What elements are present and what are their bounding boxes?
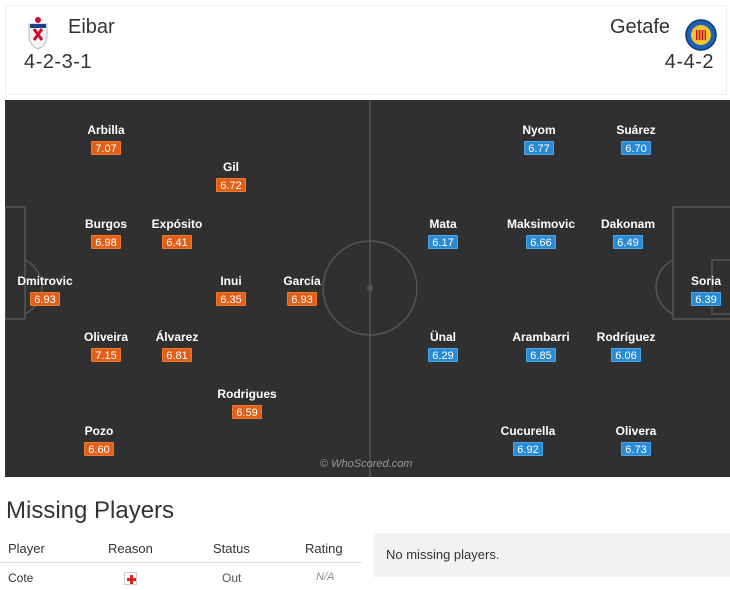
player-name[interactable]: Suárez bbox=[616, 123, 656, 137]
away-player[interactable]: Mata 6.17 bbox=[403, 217, 483, 251]
player-name[interactable]: Ünal bbox=[429, 330, 456, 344]
home-player[interactable]: Pozo 6.60 bbox=[59, 424, 139, 458]
home-team-name[interactable]: Eibar bbox=[68, 16, 115, 38]
player-rating: 6.35 bbox=[216, 292, 246, 306]
missing-players-table: Player Reason Status Rating Cote Out N/A bbox=[0, 533, 362, 590]
player-name[interactable]: Oliveira bbox=[83, 330, 129, 344]
player-rating: 6.98 bbox=[91, 235, 121, 249]
player-rating: 6.72 bbox=[216, 178, 246, 192]
player-name[interactable]: García bbox=[283, 274, 321, 288]
home-player[interactable]: Oliveira 7.15 bbox=[66, 330, 146, 364]
player-rating: 6.92 bbox=[513, 442, 543, 456]
away-formation: 4-4-2 bbox=[664, 51, 714, 73]
table-row: Cote Out N/A bbox=[0, 563, 362, 590]
away-player[interactable]: Rodríguez 6.06 bbox=[586, 330, 666, 364]
home-player[interactable]: García 6.93 bbox=[262, 274, 342, 308]
player-name[interactable]: Dmitrovic bbox=[17, 274, 73, 288]
player-name[interactable]: Expósito bbox=[151, 217, 203, 231]
player-name[interactable]: Burgos bbox=[85, 217, 127, 231]
away-player[interactable]: Dakonam 6.49 bbox=[588, 217, 668, 251]
player-name[interactable]: Mata bbox=[429, 217, 457, 231]
away-player[interactable]: Nyom 6.77 bbox=[499, 123, 579, 157]
no-missing-message: No missing players. bbox=[386, 547, 500, 562]
player-rating: 6.77 bbox=[524, 141, 554, 155]
home-player[interactable]: Expósito 6.41 bbox=[137, 217, 217, 251]
player-name[interactable]: Álvarez bbox=[155, 330, 199, 344]
player-name[interactable]: Rodrigues bbox=[217, 387, 277, 401]
player-rating: 6.70 bbox=[621, 141, 651, 155]
missing-players-title: Missing Players bbox=[6, 497, 175, 524]
home-team: Eibar 4-2-3-1 bbox=[24, 16, 115, 74]
home-player[interactable]: Gil 6.72 bbox=[191, 160, 271, 194]
player-name[interactable]: Rodríguez bbox=[596, 330, 656, 344]
player-name[interactable]: Inui bbox=[220, 274, 242, 288]
player-name[interactable]: Soria bbox=[690, 274, 721, 288]
player-name[interactable]: Olivera bbox=[615, 424, 657, 438]
player-rating: 6.29 bbox=[428, 348, 458, 362]
home-player[interactable]: Álvarez 6.81 bbox=[137, 330, 217, 364]
player-rating: 6.06 bbox=[611, 348, 641, 362]
player-name[interactable]: Nyom bbox=[522, 123, 556, 137]
home-player[interactable]: Arbilla 7.07 bbox=[66, 123, 146, 157]
away-player[interactable]: Soria 6.39 bbox=[666, 274, 730, 308]
player-rating: 6.85 bbox=[526, 348, 556, 362]
eibar-crest-icon bbox=[28, 17, 48, 50]
missing-player-rating: N/A bbox=[316, 571, 335, 583]
getafe-crest-icon bbox=[685, 19, 717, 51]
column-reason[interactable]: Reason bbox=[108, 541, 153, 556]
away-player[interactable]: Olivera 6.73 bbox=[596, 424, 676, 458]
player-name[interactable]: Arambarri bbox=[512, 330, 570, 344]
player-rating: 6.93 bbox=[287, 292, 317, 306]
home-player[interactable]: Inui 6.35 bbox=[191, 274, 271, 308]
home-formation: 4-2-3-1 bbox=[24, 51, 92, 73]
away-player[interactable]: Suárez 6.70 bbox=[596, 123, 676, 157]
player-rating: 7.15 bbox=[91, 348, 121, 362]
away-player[interactable]: Ünal 6.29 bbox=[403, 330, 483, 364]
missing-player-name[interactable]: Cote bbox=[8, 571, 34, 585]
home-player[interactable]: Dmitrovic 6.93 bbox=[5, 274, 85, 308]
player-rating: 6.60 bbox=[84, 442, 114, 456]
player-rating: 6.17 bbox=[428, 235, 458, 249]
player-rating: 7.07 bbox=[91, 141, 121, 155]
away-team: Getafe 4-4-2 bbox=[610, 16, 714, 74]
pitch-lines bbox=[5, 100, 730, 477]
watermark: © WhoScored.com bbox=[320, 458, 413, 470]
column-status[interactable]: Status bbox=[213, 541, 250, 556]
home-player[interactable]: Rodrigues 6.59 bbox=[207, 387, 287, 421]
player-name[interactable]: Arbilla bbox=[87, 123, 125, 137]
player-rating: 6.81 bbox=[162, 348, 192, 362]
away-player[interactable]: Cucurella 6.92 bbox=[488, 424, 568, 458]
player-name[interactable]: Maksimovic bbox=[506, 217, 576, 231]
away-missing-panel: No missing players. bbox=[373, 533, 730, 577]
player-name[interactable]: Dakonam bbox=[600, 217, 656, 231]
player-rating: 6.49 bbox=[613, 235, 643, 249]
missing-player-status: Out bbox=[222, 571, 242, 585]
away-player[interactable]: Maksimovic 6.66 bbox=[501, 217, 581, 251]
injury-cross-icon bbox=[124, 572, 137, 585]
player-rating: 6.39 bbox=[691, 292, 721, 306]
player-rating: 6.59 bbox=[232, 405, 262, 419]
match-header: Eibar 4-2-3-1 Getafe 4-4-2 bbox=[5, 5, 727, 95]
player-rating: 6.41 bbox=[162, 235, 192, 249]
home-player[interactable]: Burgos 6.98 bbox=[66, 217, 146, 251]
column-rating[interactable]: Rating bbox=[305, 541, 343, 556]
column-player[interactable]: Player bbox=[8, 541, 45, 556]
away-team-name[interactable]: Getafe bbox=[609, 16, 670, 38]
player-name[interactable]: Cucurella bbox=[500, 424, 556, 438]
table-header-row: Player Reason Status Rating bbox=[0, 533, 362, 563]
player-name[interactable]: Gil bbox=[222, 160, 239, 174]
player-name[interactable]: Pozo bbox=[84, 424, 114, 438]
player-rating: 6.66 bbox=[526, 235, 556, 249]
player-rating: 6.93 bbox=[30, 292, 60, 306]
away-player[interactable]: Arambarri 6.85 bbox=[501, 330, 581, 364]
player-rating: 6.73 bbox=[621, 442, 651, 456]
